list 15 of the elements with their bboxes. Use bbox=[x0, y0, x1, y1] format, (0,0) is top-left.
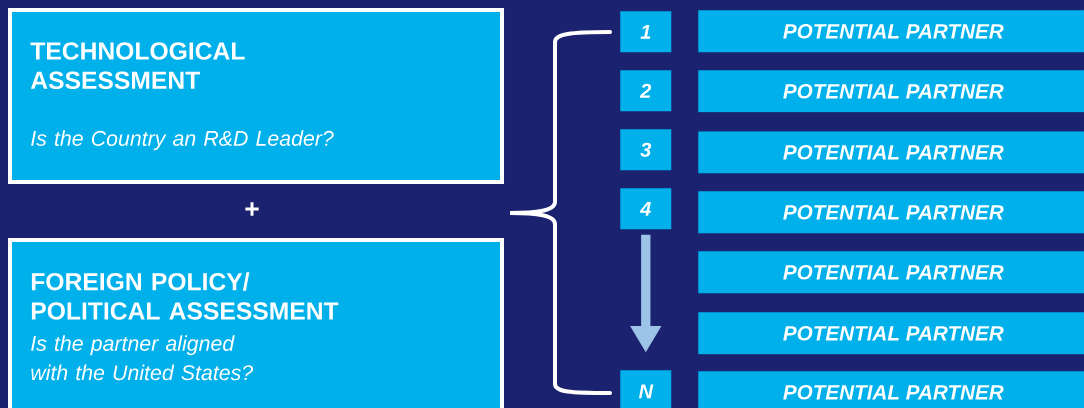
number-box: N bbox=[620, 370, 672, 408]
partner-bar: POTENTIAL PARTNER bbox=[698, 191, 1084, 234]
number-box: 3 bbox=[620, 129, 672, 171]
partner-bar: POTENTIAL PARTNER bbox=[698, 70, 1084, 113]
number-box: 4 bbox=[620, 188, 672, 230]
number-box: 1 bbox=[620, 11, 672, 53]
partner-bar: POTENTIAL PARTNER bbox=[698, 131, 1084, 174]
plus-sign: + bbox=[245, 202, 259, 216]
number-box: 2 bbox=[620, 70, 672, 112]
assessment-box: FOREIGN POLICY/ POLITICAL ASSESSMENT Is the partner aligned with the United States? bbox=[8, 238, 504, 408]
partner-bar: POTENTIAL PARTNER bbox=[698, 251, 1084, 294]
partner-bar: POTENTIAL PARTNER bbox=[698, 312, 1084, 355]
partner-bar: POTENTIAL PARTNER bbox=[698, 371, 1084, 408]
assessment-box: TECHNOLOGICAL ASSESSMENT Is the Country an R&D Leader? bbox=[8, 8, 504, 184]
partner-bar: POTENTIAL PARTNER bbox=[698, 10, 1084, 53]
